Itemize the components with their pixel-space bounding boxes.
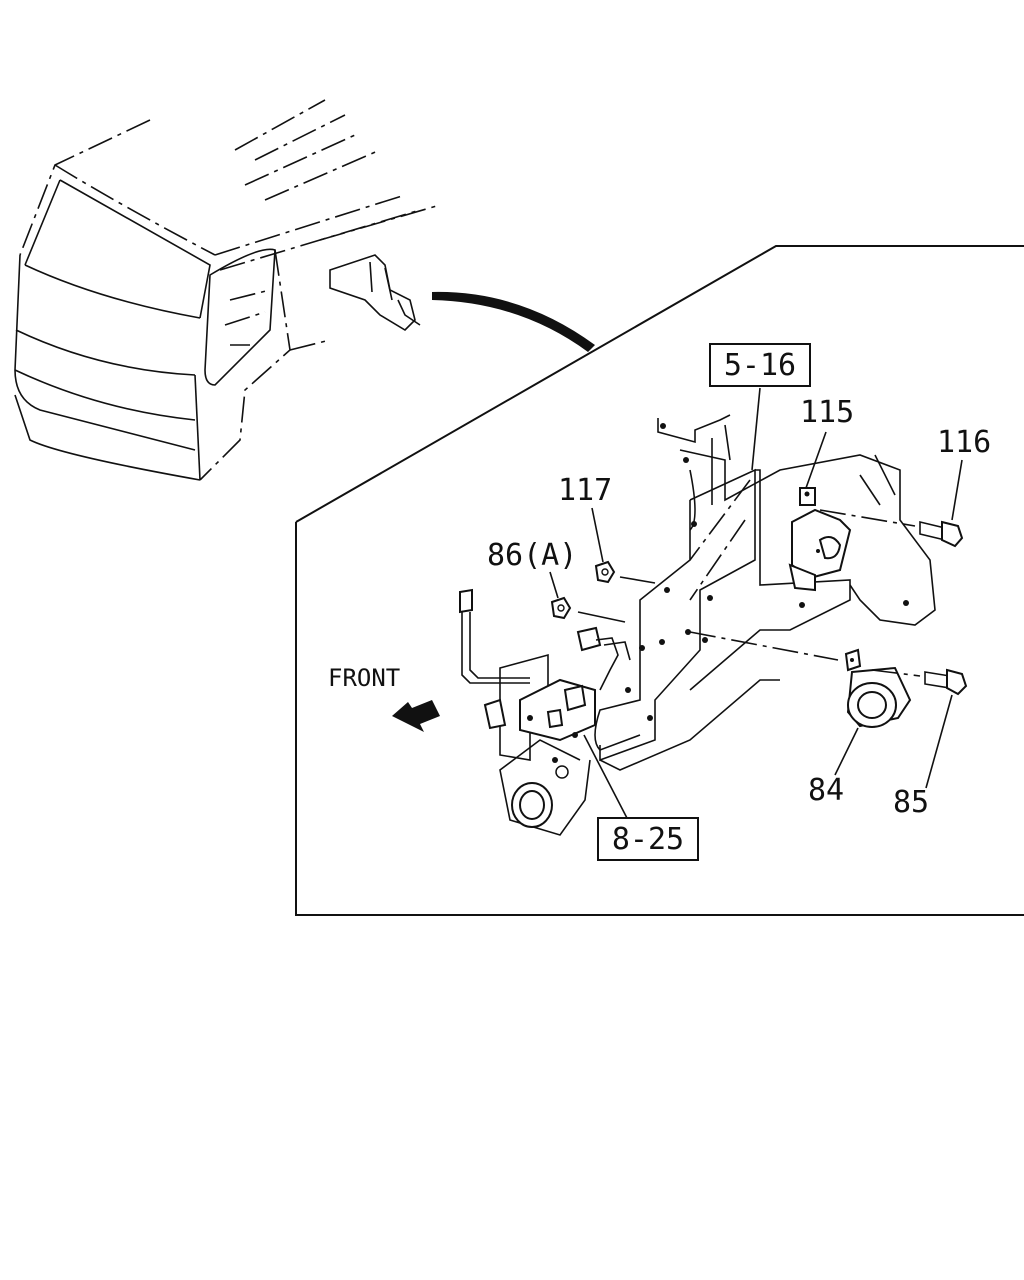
callout-84: 84 (808, 773, 844, 808)
horn-84 (689, 631, 912, 728)
detail-frame (295, 245, 1024, 916)
ref-box-5-16: 5-16 (709, 343, 811, 387)
callout-86a: 86(A) (487, 538, 577, 573)
nut-86a (550, 596, 626, 623)
callout-85: 85 (893, 785, 929, 820)
truck-cab-overview (14, 99, 441, 481)
callout-116: 116 (937, 425, 991, 460)
ref-box-8-25: 8-25 (597, 817, 699, 861)
nut-117 (594, 560, 656, 584)
ref-box-label: 5-16 (724, 348, 796, 383)
leader-lines (549, 387, 963, 821)
detail-pointer-arrow (432, 291, 595, 352)
ref-box-label: 8-25 (612, 822, 684, 857)
bolt-116 (819, 509, 964, 548)
sensor-assembly (459, 588, 631, 828)
bolt-85 (871, 668, 968, 696)
callout-117: 117 (558, 473, 612, 508)
front-direction-label: FRONT (328, 664, 400, 692)
callout-115: 115 (800, 395, 854, 430)
relay-115 (788, 487, 852, 592)
mounting-bracket (499, 414, 936, 836)
front-arrow-icon (392, 700, 440, 732)
